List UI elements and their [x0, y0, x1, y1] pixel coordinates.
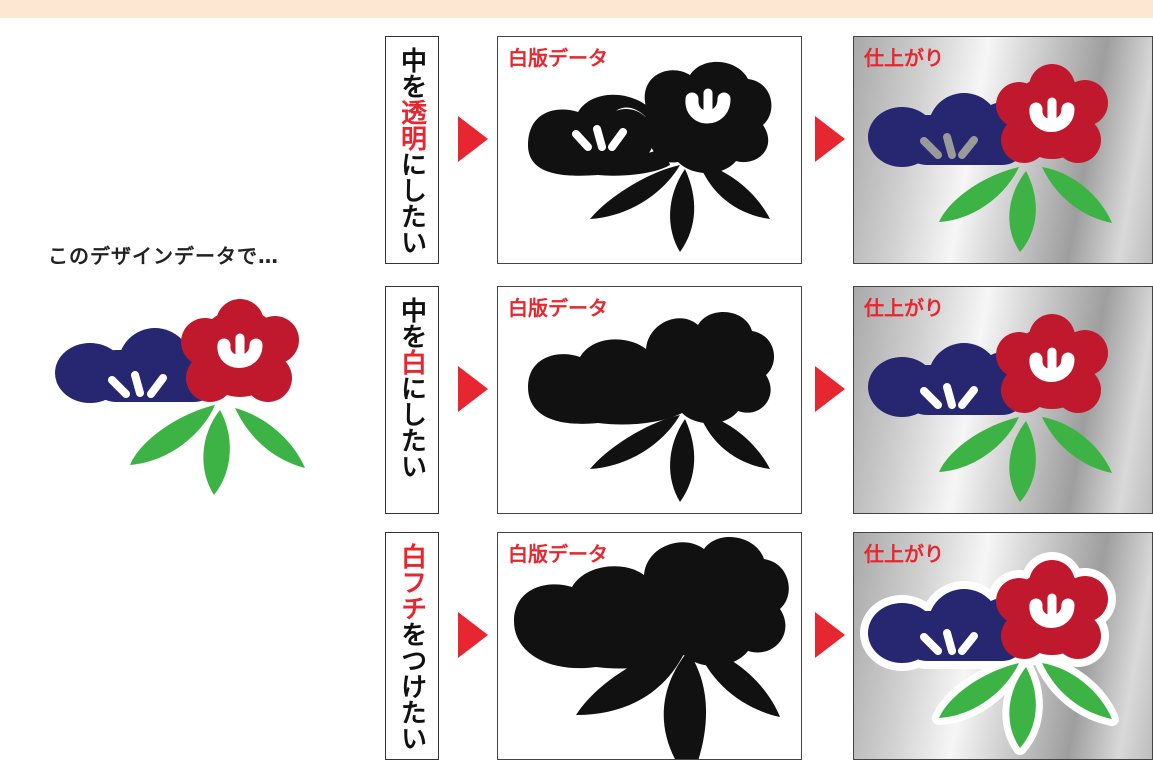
arrow-right-icon	[815, 366, 845, 412]
panel-title: 仕上がり	[864, 296, 944, 320]
arrow-right-icon	[815, 116, 845, 162]
arrow-right-icon	[458, 612, 488, 658]
panel-title: 仕上がり	[864, 46, 944, 70]
result-art-transparent	[868, 64, 1112, 252]
panel-title: 白版データ	[508, 296, 608, 320]
white-plate-art-border	[514, 536, 789, 759]
result-art-white	[868, 314, 1112, 502]
panel-title: 白版データ	[508, 542, 608, 566]
white-data-panel-transparent: 白版データ	[497, 36, 802, 264]
top-banner	[0, 0, 1153, 18]
panel-title: 白版データ	[508, 46, 608, 70]
panel-title: 仕上がり	[864, 542, 944, 566]
white-data-panel-white: 白版データ	[497, 286, 802, 514]
row-label-white: 中を白にしたい	[385, 286, 439, 514]
arrow-right-icon	[458, 366, 488, 412]
leaf-right	[235, 408, 305, 468]
result-panel-transparent: 仕上がり	[853, 36, 1153, 264]
row-label-white-border: 白フチをつけたい	[385, 532, 439, 760]
result-art-border	[860, 552, 1119, 755]
source-design-art	[55, 299, 305, 495]
arrow-right-icon	[458, 116, 488, 162]
pine-needles	[108, 371, 167, 398]
row-label-text: 白フチをつけたい	[396, 543, 427, 751]
row-label-transparent: 中を透明にしたい	[385, 36, 439, 264]
arrow-right-icon	[815, 612, 845, 658]
white-plate-art-transparent	[528, 61, 772, 252]
intro-text: このデザインデータで…	[48, 244, 279, 268]
leaf-left	[130, 405, 215, 465]
row-label-text: 中を白にしたい	[396, 297, 427, 479]
result-panel-border: 仕上がり	[853, 532, 1153, 760]
row-label-text: 中を透明にしたい	[396, 47, 427, 255]
result-panel-white: 仕上がり	[853, 286, 1153, 514]
white-plate-art-white	[528, 312, 775, 502]
red-flower	[181, 299, 299, 402]
leaf-center	[203, 410, 230, 495]
white-data-panel-border: 白版データ	[497, 532, 802, 760]
